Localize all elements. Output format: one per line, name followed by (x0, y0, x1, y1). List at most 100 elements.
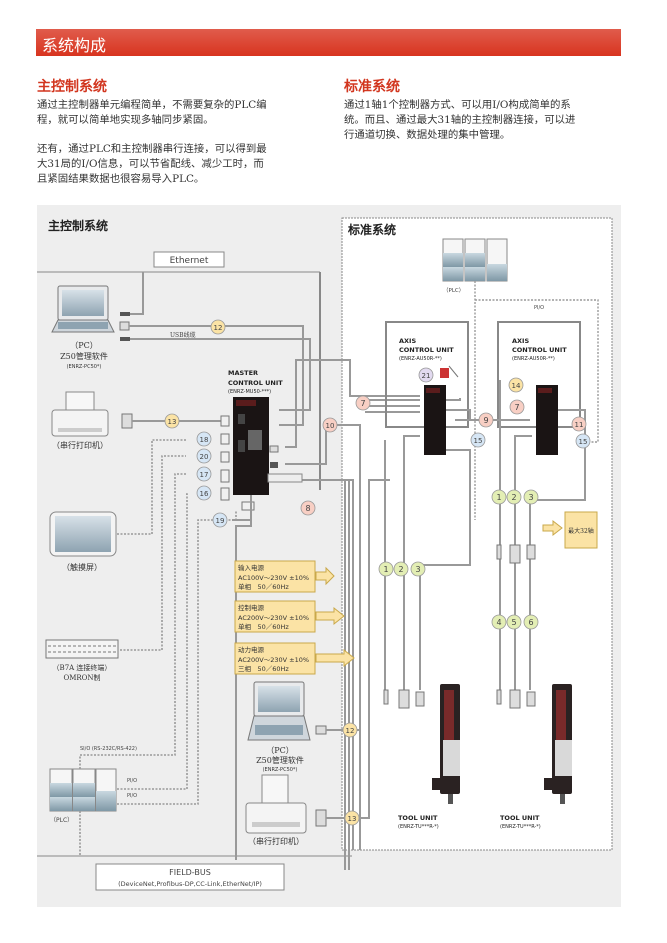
svg-text:8: 8 (305, 504, 310, 513)
power-box-input (234, 560, 335, 593)
master-control-unit (233, 397, 269, 495)
serial-printer-standard (245, 774, 307, 834)
badge-11: 11 (571, 416, 587, 432)
axis-unit-1-line2: CONTROL UNIT (399, 346, 454, 354)
pc-standard-software-label: Z50管理软件 (256, 755, 304, 765)
badge-1: 1 (491, 489, 507, 505)
tool-unit-2-model: (ENRZ-TU***R-*) (500, 824, 541, 830)
svg-text:9: 9 (483, 416, 488, 425)
power-control-phase: 单相 50／60Hz (238, 622, 289, 631)
axis-unit-1-model: (ENRZ-AU50R-**) (399, 356, 442, 362)
plc-top-label: （PLC） (443, 287, 464, 294)
badge-10: 10 (322, 417, 338, 433)
pc-serial-cable (129, 325, 304, 426)
power-cable-connector-icon (267, 473, 303, 483)
svg-text:14: 14 (512, 382, 521, 390)
master-unit-line2: CONTROL UNIT (228, 379, 283, 387)
svg-text:7: 7 (360, 399, 365, 408)
svg-text:1: 1 (496, 493, 501, 502)
connector-icon (269, 445, 279, 453)
section-header-title: 系统构成 (42, 36, 107, 55)
tool-unit-1-label: TOOL UNIT (398, 814, 438, 822)
pc-software-label: Z50管理软件 (60, 351, 108, 361)
paragraph: 通过主控制器单元编程简单，不需要复杂的PLC编 程，就可以简单地实现多轴同步紧固… (37, 99, 267, 126)
axis-unit-2 (497, 321, 581, 455)
svg-text:11: 11 (575, 421, 584, 429)
b7a-label: （B7A 连接终端） (53, 663, 112, 672)
arrow-icon (542, 519, 563, 537)
svg-text:17: 17 (200, 471, 209, 479)
paragraph: 还有，通过PLC和主控制器串行连接，可以得到最 大31局的I/O信息，可以节省配… (37, 143, 267, 185)
badge-14: 14 (508, 377, 524, 393)
svg-text:20: 20 (200, 453, 209, 461)
master-system-heading: 主控制系统 (37, 79, 107, 95)
signal-dotted-lines (79, 439, 237, 856)
svg-text:18: 18 (200, 436, 209, 444)
tool-unit-1-model: (ENRZ-TU***R-*) (398, 824, 439, 830)
badge-17: 17 (196, 466, 212, 482)
power-input-voltage: AC100V～230V ±10% (238, 574, 309, 582)
standard-system-heading: 标准系统 (344, 79, 400, 95)
svg-text:19: 19 (216, 517, 225, 525)
svg-text:3: 3 (528, 493, 533, 502)
axis-cables (384, 380, 586, 700)
badge-2: 2 (393, 561, 409, 577)
svg-text:2: 2 (511, 493, 516, 502)
axis-unit-2-line1: AXIS (512, 337, 529, 345)
max-axes-label: 最大32轴 (568, 527, 594, 535)
badge-1: 1 (378, 561, 394, 577)
svg-text:16: 16 (200, 490, 209, 498)
axis-unit-1-line1: AXIS (399, 337, 416, 345)
master-left-connectors (220, 415, 255, 511)
badge-12: 12 (210, 319, 226, 335)
svg-text:13: 13 (168, 418, 177, 426)
standard-system-description: 通过1轴1个控制器方式、可以用I/O构成简单的系 统。而且、通过最大31轴的主控… (344, 98, 634, 157)
axis-unit-2-line2: CONTROL UNIT (512, 346, 567, 354)
pc-standard-model-label: (ENRZ-PC50*) (263, 767, 298, 773)
plc-top (442, 238, 508, 282)
badge-3: 3 (523, 489, 539, 505)
power-motor-voltage: AC200V～230V ±10% (238, 656, 309, 664)
pio-label-2: PI/O (127, 793, 137, 799)
power-box-motor (234, 642, 355, 675)
usb-cable (130, 338, 311, 411)
svg-text:1: 1 (383, 565, 388, 574)
calibration-tool-icon (440, 365, 459, 378)
power-input-phase: 单相 50／60Hz (238, 582, 289, 591)
paragraph: 通过1轴1个控制器方式、可以用I/O构成简单的系 统。而且、通过最大31轴的主控… (344, 99, 576, 141)
serial-connector-icon (119, 321, 130, 331)
pc-laptop-standard (247, 681, 311, 741)
badge-15: 15 (575, 433, 591, 449)
badge-13: 13 (164, 413, 180, 429)
touch-panel-label: （触摸屏） (62, 562, 102, 572)
badge-9: 9 (478, 412, 494, 428)
badge-4: 4 (491, 614, 507, 630)
power-motor-title: 动力电源 (238, 645, 265, 654)
printer-connector-icon (121, 413, 133, 429)
diagram-standard-title: 标准系统 (347, 222, 396, 237)
master-unit-line1: MASTER (228, 369, 258, 377)
power-box-control (234, 600, 345, 633)
badge-7: 7 (355, 395, 371, 411)
svg-text:15: 15 (579, 438, 588, 446)
printer-label: （串行打印机） (52, 440, 108, 450)
pc-label: （PC） (70, 341, 98, 350)
serial-connector-icon (315, 725, 327, 735)
axis-unit-2-model: (ENRZ-AU50R-**) (512, 356, 555, 362)
power-control-title: 控制电源 (238, 603, 265, 612)
usb-connector-icon (120, 337, 130, 341)
badge-15: 15 (470, 432, 486, 448)
svg-text:6: 6 (528, 618, 533, 627)
diagram-master-title: 主控制系统 (48, 218, 108, 233)
printer-connector-icon (315, 809, 327, 827)
touch-panel (49, 511, 117, 557)
badge-13: 13 (344, 810, 360, 826)
svg-text:5: 5 (511, 618, 516, 627)
pc-ethernet-cable (130, 272, 144, 315)
pc-model-label: (ENRZ-PC50*) (67, 364, 102, 370)
svg-text:10: 10 (326, 422, 335, 430)
badge-19: 19 (212, 512, 228, 528)
serial-printer (51, 391, 109, 437)
